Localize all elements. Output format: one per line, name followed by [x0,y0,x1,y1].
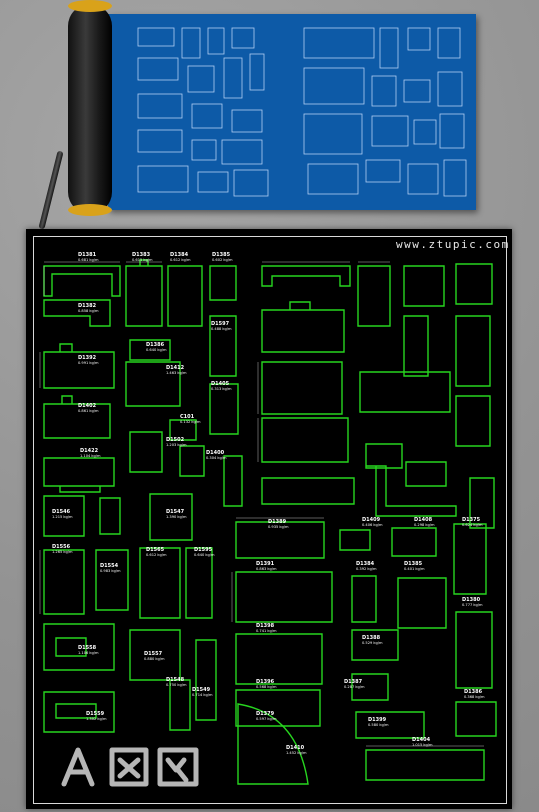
roller-cap-bottom [68,204,112,216]
blueprint-poster [108,14,476,210]
poster-roller [68,4,112,214]
brand-logo [61,747,199,787]
blueprint-drawing [137,27,467,197]
roller-cap-top [68,0,112,12]
cad-sheet-border [33,236,507,804]
watermark-text: www.ztupic.com [396,238,510,251]
